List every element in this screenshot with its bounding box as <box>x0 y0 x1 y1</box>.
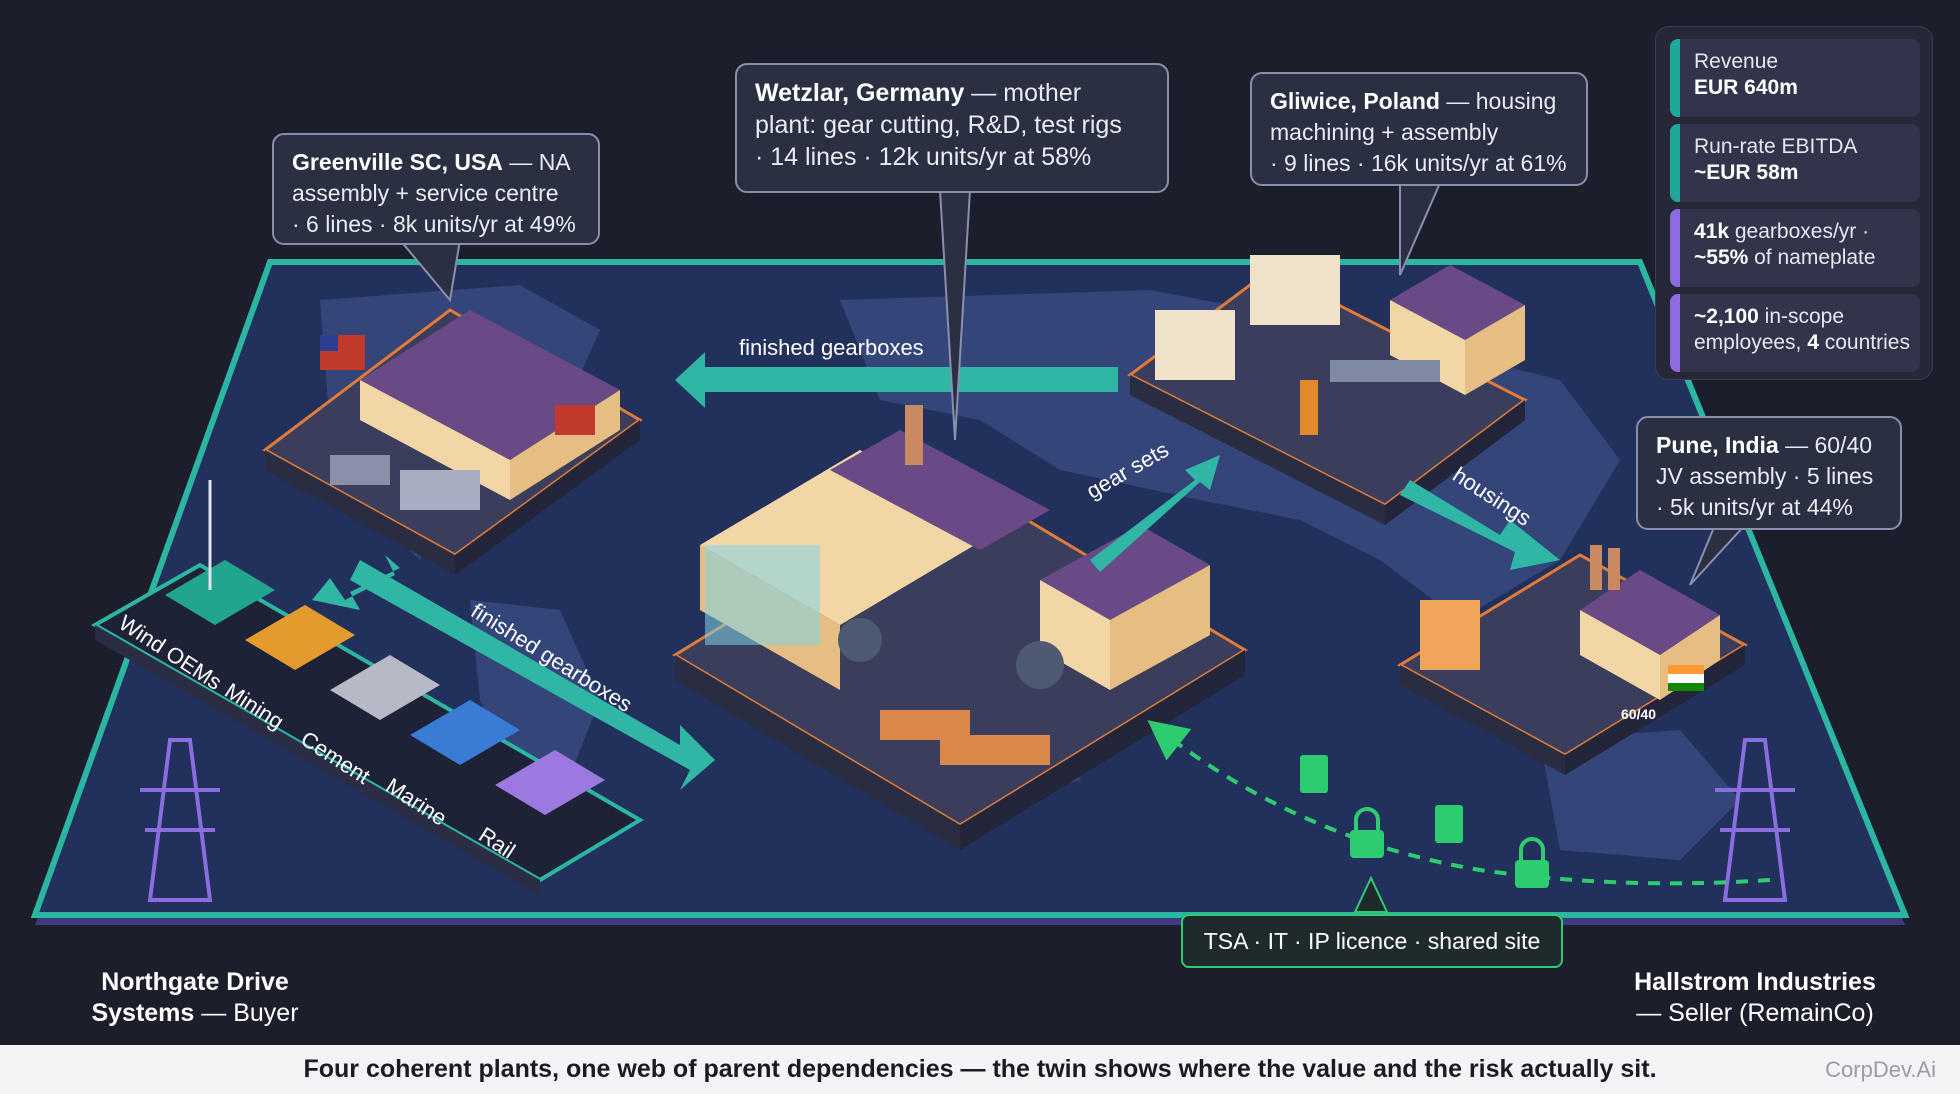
brand-logo: CorpDev.Ai <box>1825 1057 1936 1082</box>
padlock-icon <box>1515 837 1549 888</box>
gliwice-line1: — housing <box>1439 88 1557 114</box>
padlock-icon <box>1350 807 1384 858</box>
seller-label: Hallstrom Industries — Seller (RemainCo) <box>1620 967 1890 1029</box>
kpi-revenue-label: Revenue <box>1694 50 1779 73</box>
arrow-to-customers-left <box>312 555 400 610</box>
buyer-name: Northgate Drive <box>101 968 289 996</box>
gliwice-callout: Gliwice, Poland — housing machining + as… <box>1250 72 1588 186</box>
tsa-dependencies-box: TSA · IT · IP licence · shared site <box>1181 914 1563 968</box>
buyer-name-2: Systems <box>91 999 195 1027</box>
kpi-revenue: Revenue EUR 640m <box>1670 39 1920 117</box>
footer-caption: Four coherent plants, one web of parent … <box>303 1055 1657 1083</box>
gear-icon <box>1016 641 1064 689</box>
kpi-volume: 41k gearboxes/yr · ~55% of nameplate <box>1670 209 1920 287</box>
kpi-countries-prefix: employees, <box>1694 331 1808 354</box>
buyer-label: Northgate Drive Systems — Buyer <box>75 967 315 1029</box>
wetzlar-name: Wetzlar, Germany <box>755 79 965 107</box>
pune-line3: · 5k units/yr at 44% <box>1656 494 1853 520</box>
gliwice-line3: · 9 lines · 16k units/yr at 61% <box>1270 150 1567 176</box>
jv-share-tag: 60/40 <box>1621 706 1657 722</box>
pune-line2: JV assembly · 5 lines <box>1656 463 1874 489</box>
chimney-icon <box>905 405 923 465</box>
flow-arrows <box>312 352 1560 790</box>
kpi-ebitda: Run-rate EBITDA ~EUR 58m <box>1670 124 1920 202</box>
digital-twin-scene <box>30 182 1910 925</box>
marine-tile <box>410 700 520 765</box>
wind-oem-tile <box>165 560 275 625</box>
chimney-icon <box>1590 545 1602 590</box>
wetzlar-line1: — mother <box>964 79 1082 107</box>
seller-role: — Seller (RemainCo) <box>1636 999 1874 1027</box>
arrow-gear-sets <box>1090 455 1220 572</box>
pune-callout: Pune, India — 60/40 JV assembly · 5 line… <box>1636 416 1902 530</box>
pune-plant <box>1397 545 1748 775</box>
kpi-countries-text: countries <box>1818 331 1910 354</box>
tsa-dependency-path <box>1147 720 1771 886</box>
kpi-utilisation-text: of nameplate <box>1748 246 1876 269</box>
jv-building <box>1420 600 1480 670</box>
gliwice-name: Gliwice, Poland <box>1270 88 1440 114</box>
buyer-role: — Buyer <box>194 999 299 1027</box>
transmission-tower-buyer <box>140 738 220 902</box>
kpi-volume-text: gearboxes/yr · <box>1729 220 1870 243</box>
transmission-tower-seller <box>1715 738 1795 902</box>
kpi-volume-bold: 41k <box>1694 220 1730 243</box>
pune-line1: — 60/40 <box>1778 432 1873 458</box>
gear-icon <box>838 618 882 662</box>
pune-name: Pune, India <box>1656 432 1779 458</box>
rail-tile <box>495 750 605 815</box>
greenville-callout: Greenville SC, USA — NA assembly + servi… <box>272 133 600 245</box>
us-flag-icon <box>555 405 595 435</box>
arrow-housings <box>1400 480 1560 570</box>
rd-glass-lab <box>705 545 820 645</box>
greenville-line2: assembly + service centre <box>292 180 559 206</box>
wetzlar-line3: · 14 lines · 12k units/yr at 58% <box>755 143 1092 171</box>
arrow-finished-gearboxes-top <box>675 352 1118 408</box>
cnc-machine-icon <box>1155 310 1235 380</box>
cement-tile <box>330 655 440 720</box>
greenville-line1: — NA <box>502 149 571 175</box>
gliwice-line2: machining + assembly <box>1270 119 1499 145</box>
mining-tile <box>245 605 355 670</box>
seller-name: Hallstrom Industries <box>1634 968 1876 996</box>
arrow-finished-gearboxes-left <box>350 560 715 790</box>
kpi-ebitda-label: Run-rate EBITDA <box>1694 135 1858 158</box>
kpi-utilisation-bold: ~55% <box>1694 246 1749 269</box>
wetzlar-callout: Wetzlar, Germany — mother plant: gear cu… <box>735 63 1169 193</box>
cnc-machine-icon <box>1250 255 1340 325</box>
footer-bar: Four coherent plants, one web of parent … <box>0 1045 1960 1094</box>
code-file-icon <box>1435 805 1463 843</box>
code-file-icon <box>1300 755 1328 793</box>
kpi-employees-bold: ~2,100 <box>1694 305 1759 328</box>
flow-label-finished-gearboxes-top: finished gearboxes <box>739 335 924 360</box>
kpi-panel: Revenue EUR 640m Run-rate EBITDA ~EUR 58… <box>1655 26 1933 380</box>
wetzlar-line2: plant: gear cutting, R&D, test rigs <box>755 111 1122 139</box>
kpi-revenue-value: EUR 640m <box>1694 76 1798 99</box>
kpi-employees: ~2,100 in-scope employees, 4 countries <box>1670 294 1920 372</box>
greenville-line3: · 6 lines · 8k units/yr at 49% <box>292 211 576 237</box>
greenville-name: Greenville SC, USA <box>292 149 503 175</box>
kpi-employees-text: in-scope <box>1758 305 1845 328</box>
greenville-plant <box>262 308 643 575</box>
kpi-countries-bold: 4 <box>1807 331 1819 354</box>
robot-arm-icon <box>1300 380 1318 435</box>
tsa-pointer <box>1353 875 1389 913</box>
kpi-ebitda-value: ~EUR 58m <box>1694 161 1799 184</box>
customer-sectors-strip <box>90 480 644 895</box>
